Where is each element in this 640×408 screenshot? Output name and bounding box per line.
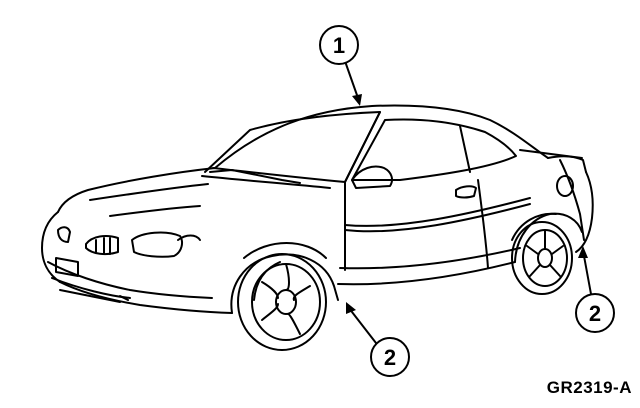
callout-2-rocker-leader (351, 311, 377, 344)
rear-wheel (511, 221, 573, 295)
figure-code: GR2319-A (546, 378, 632, 397)
callout-2-rear-label: 2 (589, 301, 601, 326)
front-lights (55, 226, 201, 301)
car-body (41, 104, 594, 314)
callout-2-rear-circle (575, 293, 615, 333)
callout-2-rear-arrowhead (578, 246, 588, 258)
callout-2-rocker-circle (370, 337, 410, 377)
front-wheel (237, 253, 327, 351)
callout-1-label: 1 (333, 33, 345, 58)
callout-2-rocker-arrowhead (346, 302, 356, 314)
callout-1-arrowhead (352, 94, 362, 106)
callout-1-circle (319, 25, 359, 65)
callout-2-rocker-group: 2 (346, 302, 410, 377)
callout-2-rocker-label: 2 (384, 345, 396, 370)
callout-2-rear-leader (583, 255, 592, 295)
callout-1-group: 1 (319, 25, 362, 106)
callout-2-rear-group: 2 (575, 246, 615, 333)
callout-1-leader (345, 63, 359, 99)
license-plate (55, 257, 79, 277)
